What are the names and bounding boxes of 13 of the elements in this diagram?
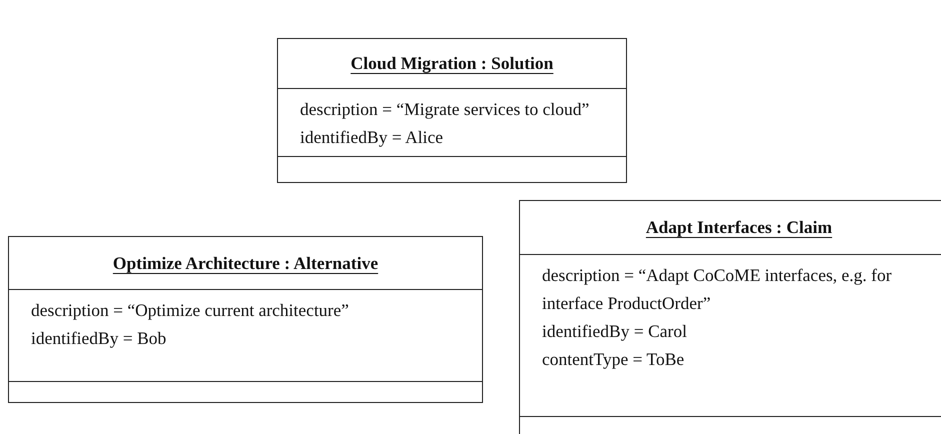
object-name: Cloud Migration : Solution <box>350 53 554 74</box>
attribute-text: description = “Migrate services to cloud” <box>300 98 590 121</box>
object-box <box>277 38 627 183</box>
attribute-text: identifiedBy = Bob <box>31 327 168 350</box>
object-box <box>8 236 483 403</box>
attribute-text: description = “Optimize current architecture” <box>31 299 350 322</box>
attribute-text: contentType = ToBe <box>542 348 686 371</box>
attribute-text: description = “Adapt CoCoME interfaces, e.g. for interface ProductOrder” <box>542 264 893 315</box>
attribute-text: identifiedBy = Alice <box>300 126 444 149</box>
object-name: Adapt Interfaces : Claim <box>646 217 832 238</box>
attribute-text: identifiedBy = Carol <box>542 320 688 343</box>
object-name: Optimize Architecture : Alternative <box>112 252 378 274</box>
object-box <box>519 200 941 434</box>
